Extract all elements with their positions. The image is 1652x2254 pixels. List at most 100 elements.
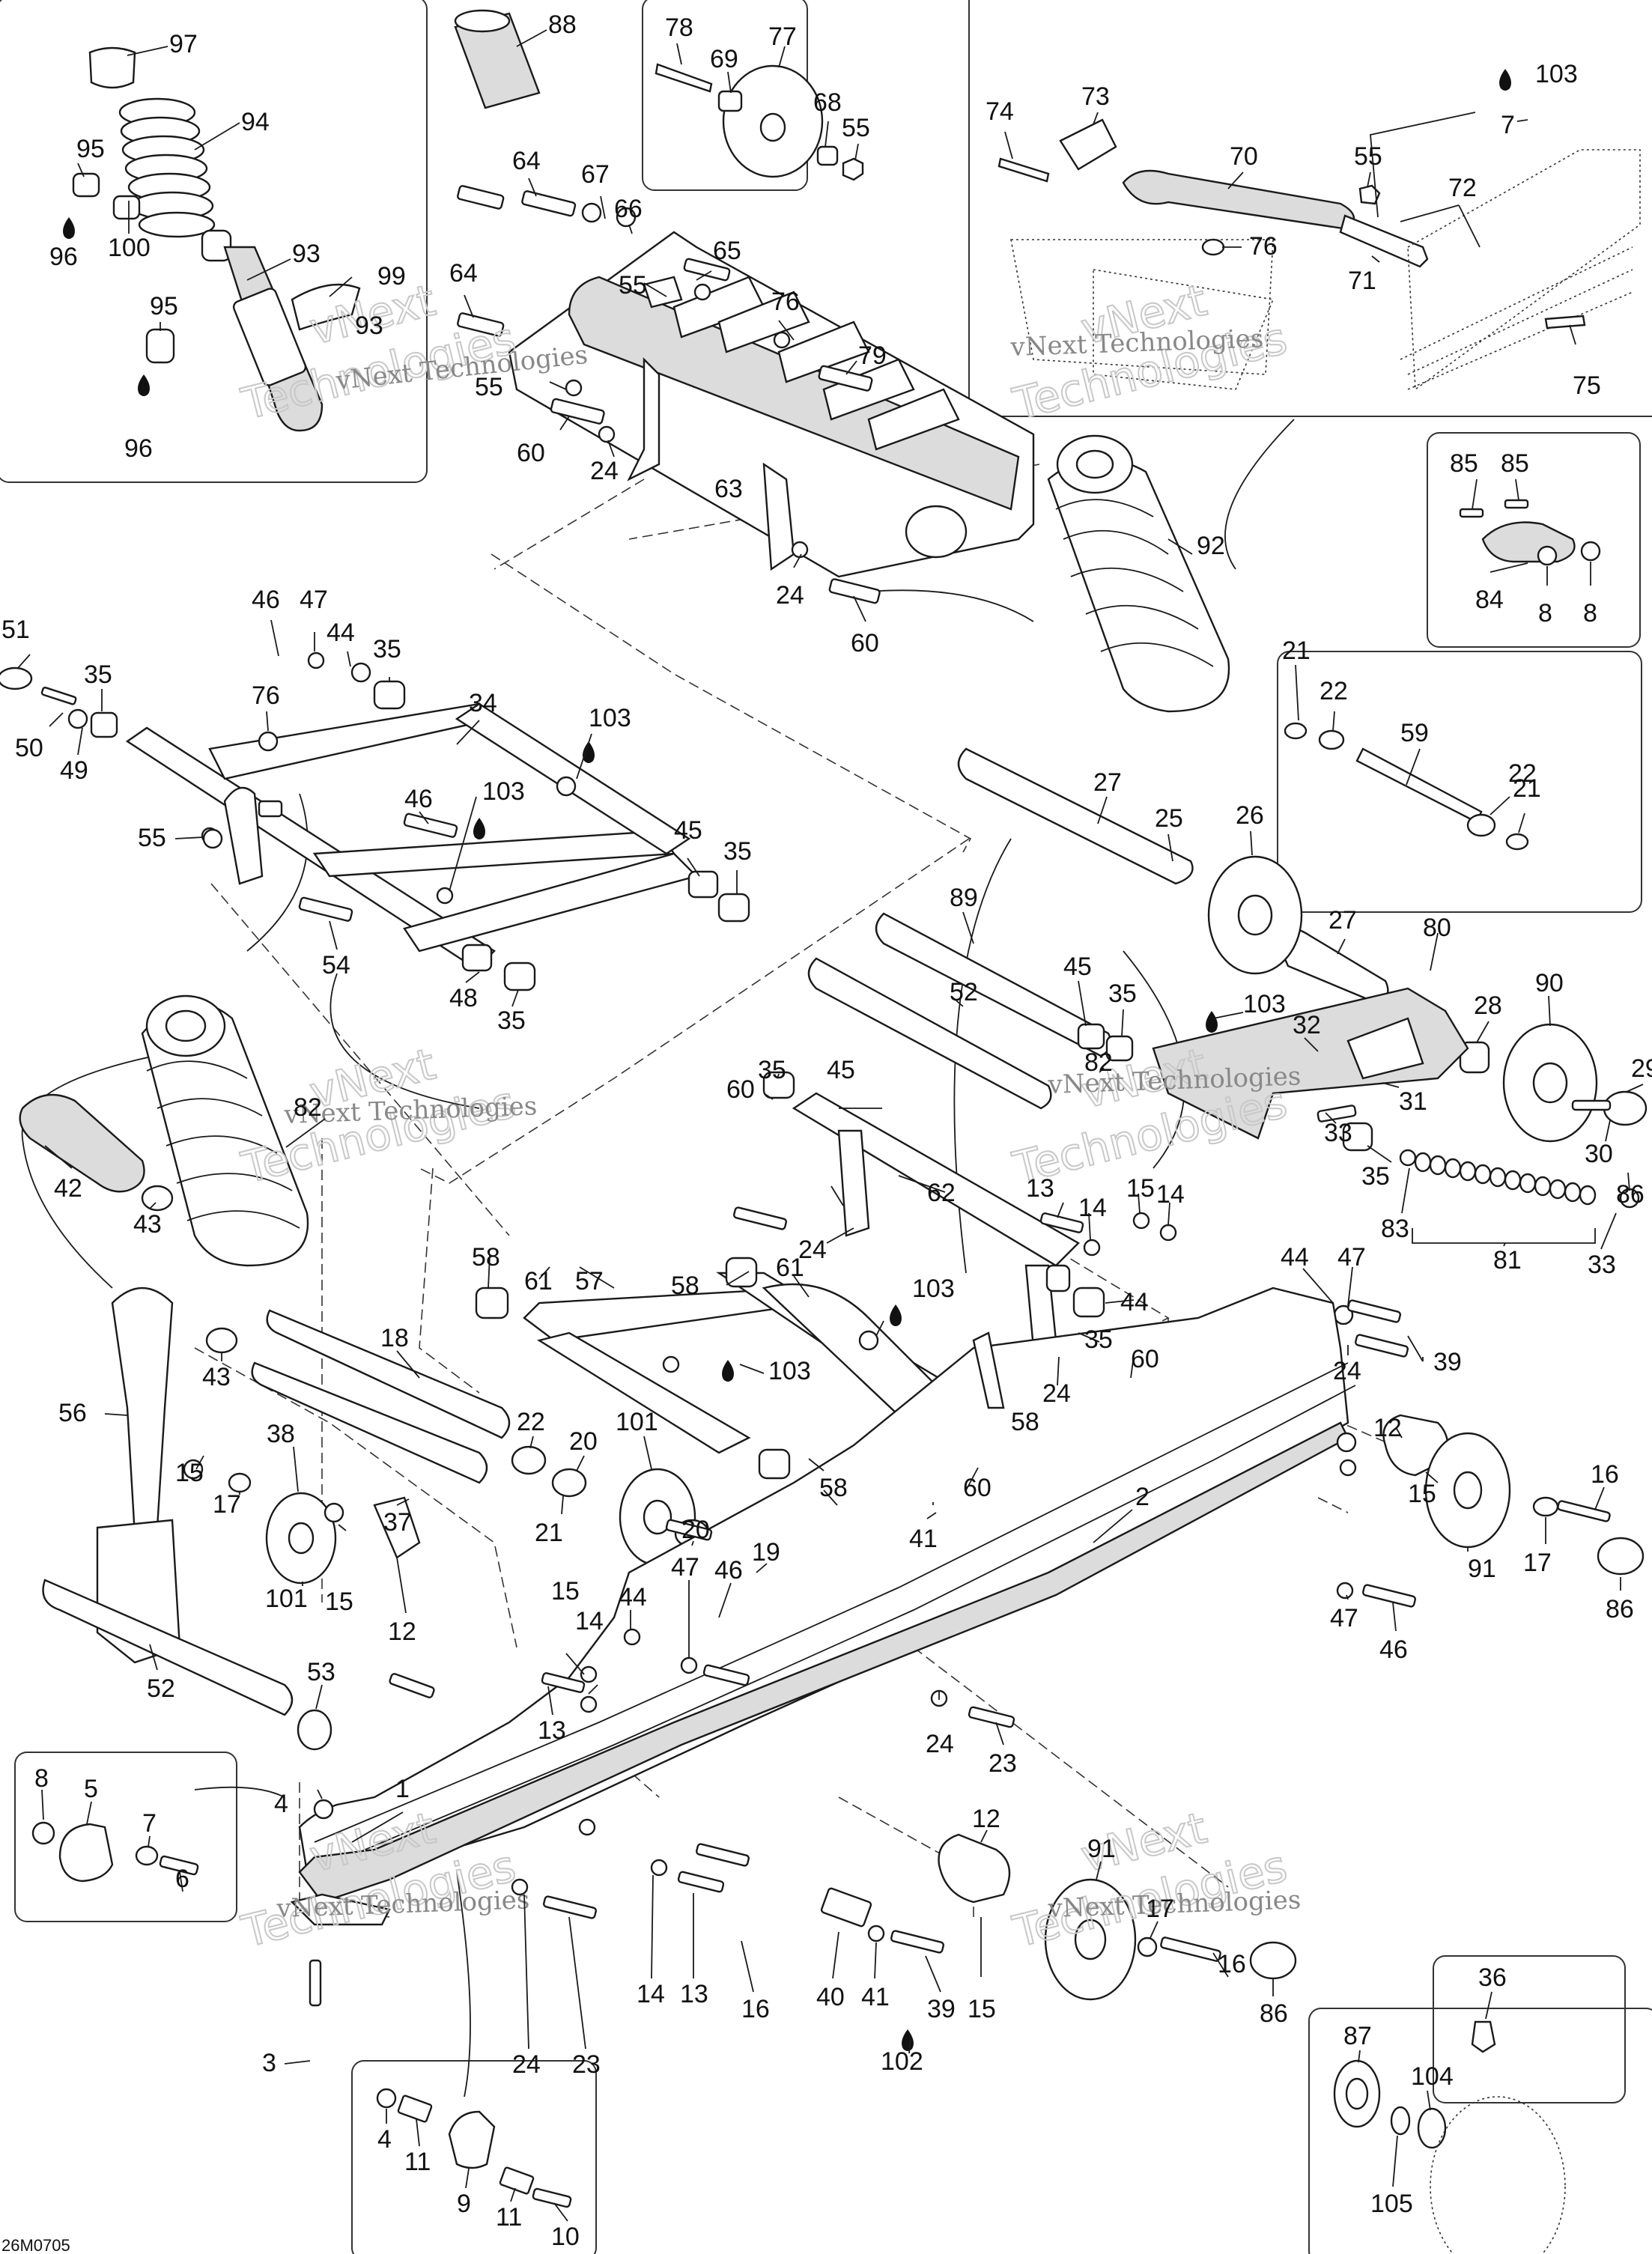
callout-101: 101: [616, 1408, 658, 1436]
callout-64: 64: [512, 147, 541, 175]
callout-60: 60: [517, 439, 545, 467]
callout-60: 60: [851, 629, 879, 657]
callout-103: 103: [1535, 60, 1578, 88]
callout-35: 35: [1108, 979, 1137, 1008]
linkage-rod-70: [997, 118, 1641, 391]
callout-32: 32: [1293, 1011, 1321, 1039]
callout-74: 74: [986, 97, 1014, 126]
callout-72: 72: [1448, 174, 1477, 202]
callout-31: 31: [1399, 1087, 1427, 1116]
inset-stopper-detail: [1427, 432, 1641, 648]
axle-59: [1284, 722, 1529, 851]
bottom-hardware: [389, 1414, 1645, 2001]
grease-fitting-36: [1471, 2020, 1496, 2053]
callout-14: 14: [1078, 1194, 1107, 1222]
callout-22: 22: [1508, 759, 1537, 788]
oil-drop-icon: [722, 1360, 734, 1382]
callout-103: 103: [912, 1275, 955, 1303]
callout-43: 43: [202, 1363, 231, 1391]
rear-arm-34: [0, 651, 750, 991]
callout-103: 103: [589, 704, 631, 732]
inset-shock-detail: [0, 0, 428, 483]
inset-tip-detail: [14, 1752, 237, 1922]
callout-51: 51: [1, 616, 30, 644]
callout-12: 12: [1373, 1414, 1402, 1442]
leader-lines: [17, 29, 1644, 2222]
callout-47: 47: [1330, 1604, 1358, 1632]
oil-drop-icon: [1206, 1011, 1218, 1033]
callout-53: 53: [307, 1658, 335, 1686]
callout-16: 16: [1218, 1950, 1246, 1978]
callout-105: 105: [1370, 2190, 1413, 2218]
callout-87: 87: [1343, 2022, 1372, 2050]
callout-67: 67: [581, 160, 610, 189]
callout-85: 85: [1450, 449, 1478, 478]
callout-41: 41: [909, 1525, 938, 1553]
callout-numbers: 97 94 95 96 100 93 99 93 95 96 88 78 77 …: [1, 10, 1652, 2254]
callout-18: 18: [380, 1324, 409, 1352]
callout-5: 5: [84, 1775, 98, 1803]
callout-11: 11: [496, 2203, 522, 2232]
callout-29: 29: [1631, 1054, 1652, 1083]
callout-15: 15: [325, 1588, 353, 1616]
callout-100: 100: [108, 234, 151, 262]
callout-8: 8: [1583, 599, 1597, 628]
callout-55: 55: [842, 114, 870, 142]
callout-16: 16: [1591, 1460, 1619, 1489]
callout-35: 35: [373, 635, 401, 663]
callout-76: 76: [252, 681, 280, 710]
callout-70: 70: [1230, 142, 1258, 171]
callout-57: 57: [575, 1267, 604, 1295]
callout-15: 15: [551, 1577, 580, 1606]
callout-44: 44: [327, 619, 355, 647]
callout-52: 52: [950, 978, 978, 1006]
callout-58: 58: [1011, 1408, 1039, 1436]
callout-93: 93: [292, 240, 321, 268]
callout-96: 96: [124, 434, 153, 463]
callout-44: 44: [1120, 1288, 1149, 1316]
callout-34: 34: [469, 689, 497, 717]
callout-24: 24: [512, 2050, 541, 2079]
callout-4: 4: [377, 2125, 392, 2154]
callout-26: 26: [1236, 801, 1264, 830]
callout-46: 46: [1379, 1635, 1408, 1664]
callout-55: 55: [475, 373, 503, 401]
callout-103: 103: [1243, 990, 1286, 1018]
callout-103: 103: [482, 777, 525, 806]
callout-52: 52: [147, 1674, 175, 1703]
callout-65: 65: [713, 237, 741, 265]
callout-102: 102: [881, 2047, 923, 2076]
callout-50: 50: [15, 734, 43, 762]
callout-23: 23: [989, 1749, 1017, 1778]
callout-33: 33: [1324, 1119, 1352, 1147]
callout-8: 8: [1538, 599, 1552, 628]
callout-73: 73: [1081, 82, 1110, 111]
callout-77: 77: [768, 22, 797, 51]
callout-7: 7: [1501, 111, 1515, 139]
callout-21: 21: [1513, 774, 1541, 803]
callout-64: 64: [449, 259, 478, 288]
callout-39: 39: [927, 1995, 956, 2023]
callout-60: 60: [1131, 1345, 1159, 1373]
stopper-84: [1459, 499, 1601, 566]
callout-19: 19: [752, 1538, 780, 1567]
callout-8: 8: [34, 1764, 49, 1793]
callout-24: 24: [926, 1730, 954, 1758]
callout-20: 20: [681, 1516, 710, 1544]
callout-99: 99: [377, 262, 406, 291]
callout-40: 40: [816, 1983, 845, 2011]
callout-35: 35: [758, 1056, 786, 1084]
callout-58: 58: [819, 1474, 848, 1502]
callout-39: 39: [1433, 1348, 1462, 1376]
inset-bearing-detail: [1308, 2008, 1652, 2254]
callout-24: 24: [798, 1236, 827, 1264]
callout-27: 27: [1328, 906, 1357, 935]
callout-97: 97: [169, 30, 198, 58]
callout-95: 95: [76, 135, 105, 163]
callout-44: 44: [1281, 1243, 1309, 1272]
callout-91: 91: [1087, 1835, 1116, 1863]
callout-14: 14: [637, 1980, 665, 2008]
oil-drop-icons: [63, 69, 1511, 2051]
callout-21: 21: [1282, 637, 1311, 665]
